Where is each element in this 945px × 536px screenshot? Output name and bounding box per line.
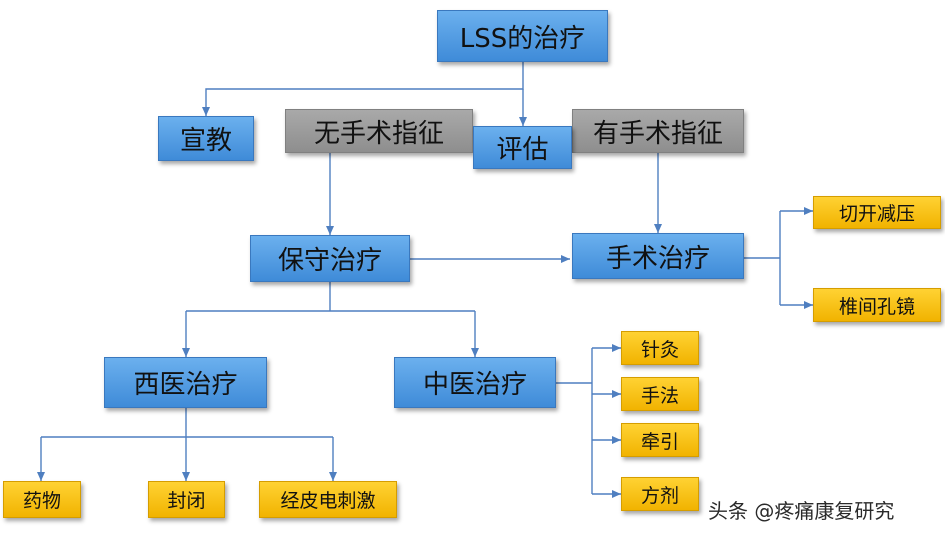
tens-node: 经皮电刺激 [259,481,397,518]
connector-chinese-branch [556,348,593,494]
traction-node: 牵引 [621,423,699,457]
western-medicine-node: 西医治疗 [104,357,267,408]
no-surgery-indication-node: 无手术指征 [285,109,473,153]
watermark-text: 头条 @疼痛康复研究 [708,499,895,523]
foraminoscopy-node: 椎间孔镜 [813,288,941,322]
connector-conservative-split [186,282,475,312]
root-node: LSS的治疗 [437,10,608,62]
block-node: 封闭 [148,481,225,518]
prescription-node: 方剂 [621,477,699,511]
surgery-indication-node: 有手术指征 [572,109,744,153]
drugs-node: 药物 [3,481,81,518]
connector-western-down [41,408,333,438]
manipulation-node: 手法 [621,377,699,411]
connector-root-to-education [202,62,524,116]
conservative-treatment-node: 保守治疗 [250,235,410,282]
assessment-node: 评估 [473,126,572,169]
acupuncture-node: 针灸 [621,331,699,365]
chinese-medicine-node: 中医治疗 [394,357,556,408]
connector-surgical-branch [744,211,781,305]
decompression-node: 切开减压 [813,196,941,229]
surgical-treatment-node: 手术治疗 [572,233,744,279]
education-node: 宣教 [158,116,254,161]
